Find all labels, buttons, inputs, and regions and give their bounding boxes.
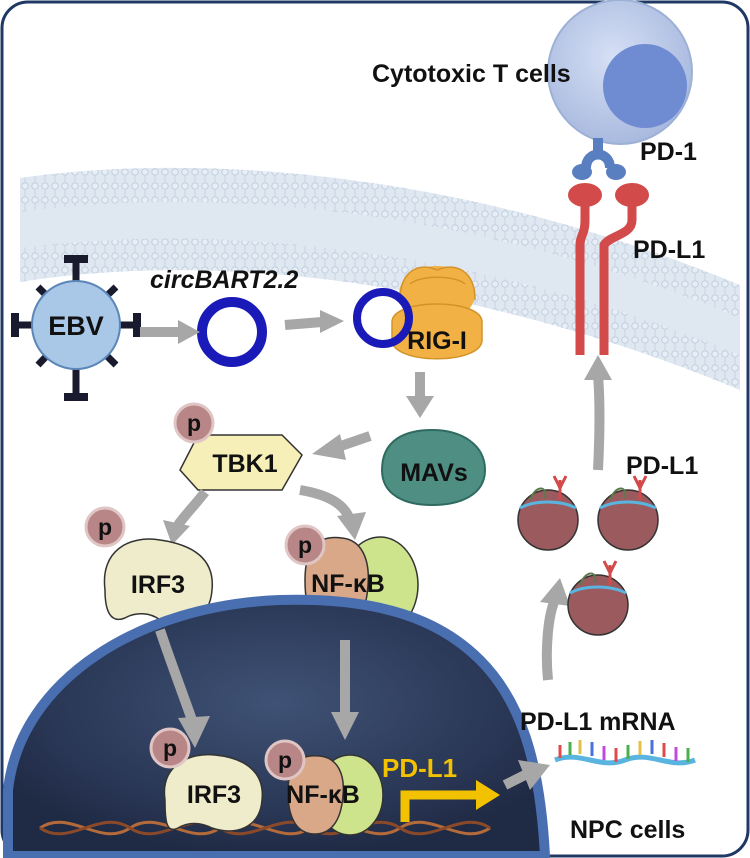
arrowhead bbox=[540, 578, 570, 606]
dna-helix bbox=[39, 820, 491, 836]
pdl1-membrane-label: PD-L1 bbox=[633, 236, 705, 264]
cell-membrane bbox=[20, 167, 740, 390]
arrow-trafficking bbox=[593, 374, 605, 471]
tbk1-protein bbox=[179, 434, 303, 491]
pd1-label: PD-1 bbox=[640, 138, 697, 166]
irf3-nuc-protein bbox=[163, 753, 263, 832]
irf3-nuc-label: IRF3 bbox=[187, 781, 241, 809]
phospho-irf3-nuc-label: p bbox=[163, 735, 177, 761]
circbart-rna bbox=[197, 297, 267, 367]
arrow-translation bbox=[541, 597, 560, 681]
rigi-label: RIG-I bbox=[407, 327, 467, 355]
pdl1-mrna bbox=[554, 740, 696, 766]
phospho-irf3-label: p bbox=[98, 514, 112, 540]
ebv-virus bbox=[11, 255, 141, 401]
mavs-protein bbox=[380, 428, 487, 507]
arrowhead bbox=[518, 760, 550, 790]
phospho-irf3 bbox=[84, 506, 126, 548]
tbk1-label: TBK1 bbox=[212, 450, 277, 478]
rigi-protein bbox=[353, 266, 483, 360]
arrowhead bbox=[178, 716, 210, 748]
arrowhead bbox=[320, 310, 344, 333]
pdl1-vesicles-label: PD-L1 bbox=[626, 452, 698, 480]
pdl1-mrna-label: PD-L1 mRNA bbox=[520, 708, 676, 736]
arrows-entry bbox=[140, 317, 323, 337]
circbart-label: circBART2.2 bbox=[150, 266, 298, 294]
arrows-nuclear-import bbox=[155, 628, 351, 722]
phospho-nfkb-nuc-label: p bbox=[278, 747, 292, 773]
mavs-label: MAVs bbox=[400, 459, 468, 487]
phospho-tbk1 bbox=[173, 402, 215, 444]
irf3-cyto-label: IRF3 bbox=[131, 571, 185, 599]
arrowhead bbox=[584, 355, 612, 380]
phospho-nfkb-cyto-label: p bbox=[298, 532, 312, 558]
t-cell bbox=[547, 0, 693, 145]
arrowhead bbox=[312, 434, 346, 460]
arrowhead bbox=[406, 396, 434, 418]
ebv-label: EBV bbox=[48, 311, 104, 341]
nfkb-nuc-protein bbox=[287, 754, 384, 836]
arrowhead bbox=[331, 712, 359, 740]
pdl1-gene-arrow bbox=[400, 780, 500, 822]
arrow-export bbox=[502, 770, 528, 790]
pdl1-vesicles bbox=[517, 475, 659, 636]
phospho-tbk1-label: p bbox=[187, 410, 201, 436]
phospho-irf3-nuc bbox=[149, 727, 191, 769]
npc-cells-label: NPC cells bbox=[570, 816, 685, 844]
pdl1-membrane-protein bbox=[568, 183, 649, 355]
cytotoxic-t-cells-label: Cytotoxic T cells bbox=[372, 60, 571, 88]
arrowhead bbox=[163, 520, 190, 545]
phospho-nfkb-nuc bbox=[264, 739, 306, 781]
arrowhead bbox=[337, 512, 366, 540]
phospho-nfkb-cyto bbox=[284, 524, 326, 566]
nfkb-nuc-label: NF-κB bbox=[286, 781, 360, 809]
pd1-receptor bbox=[572, 138, 626, 180]
arrowhead bbox=[178, 320, 200, 344]
pdl1-gene-label: PD-L1 bbox=[382, 753, 457, 783]
nfkb-cyto-label: NF-κB bbox=[311, 570, 385, 598]
